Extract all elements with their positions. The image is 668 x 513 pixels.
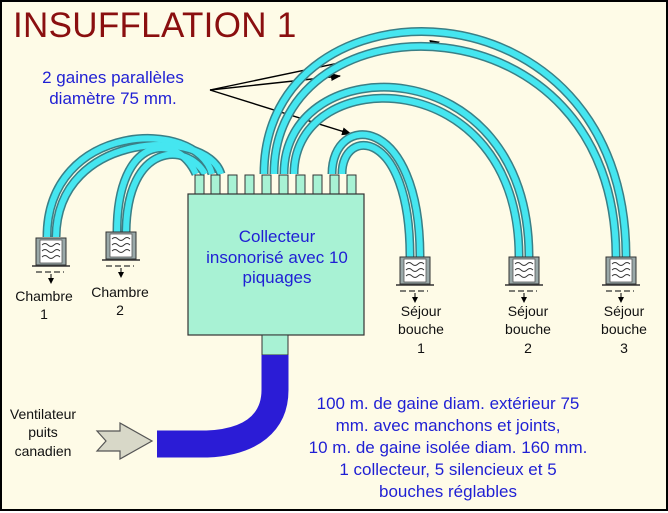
silencer-sejour2 [505,256,543,303]
silencer-sejour3 [602,256,640,303]
main-duct [157,355,289,458]
label-chambre1: Chambre 1 [15,288,73,323]
collector-outlet [261,334,289,356]
duct-sejour2 [281,84,532,258]
duct-strands [44,28,629,258]
fan-label: Ventilateur puits canadien [9,406,77,459]
ducts-note: 2 gaines parallèles diamètre 75 mm. [42,68,184,108]
spigots [194,174,357,196]
ducts [42,27,631,258]
collector-box [187,193,365,336]
silencer-chambre2 [102,231,140,278]
silencer-sejour1 [396,256,434,303]
materials-note: 100 m. de gaine diam. extérieur 75 mm. a… [308,394,588,502]
silencer-chambre1 [32,237,70,284]
duct-sejour1 [329,131,423,258]
label-sejour2: Séjour bouche 2 [505,303,551,356]
diagram-title: INSUFFLATION 1 [13,6,297,45]
label-chambre2: Chambre 2 [91,284,149,319]
duct-sejour3 [261,28,629,258]
collector-label: Collecteur insonorisé avec 10 piquages [206,227,348,288]
silencers [32,231,640,303]
label-sejour3: Séjour bouche 3 [601,303,647,356]
label-sejour1: Séjour bouche 1 [398,303,444,356]
fan-arrow [95,421,154,461]
